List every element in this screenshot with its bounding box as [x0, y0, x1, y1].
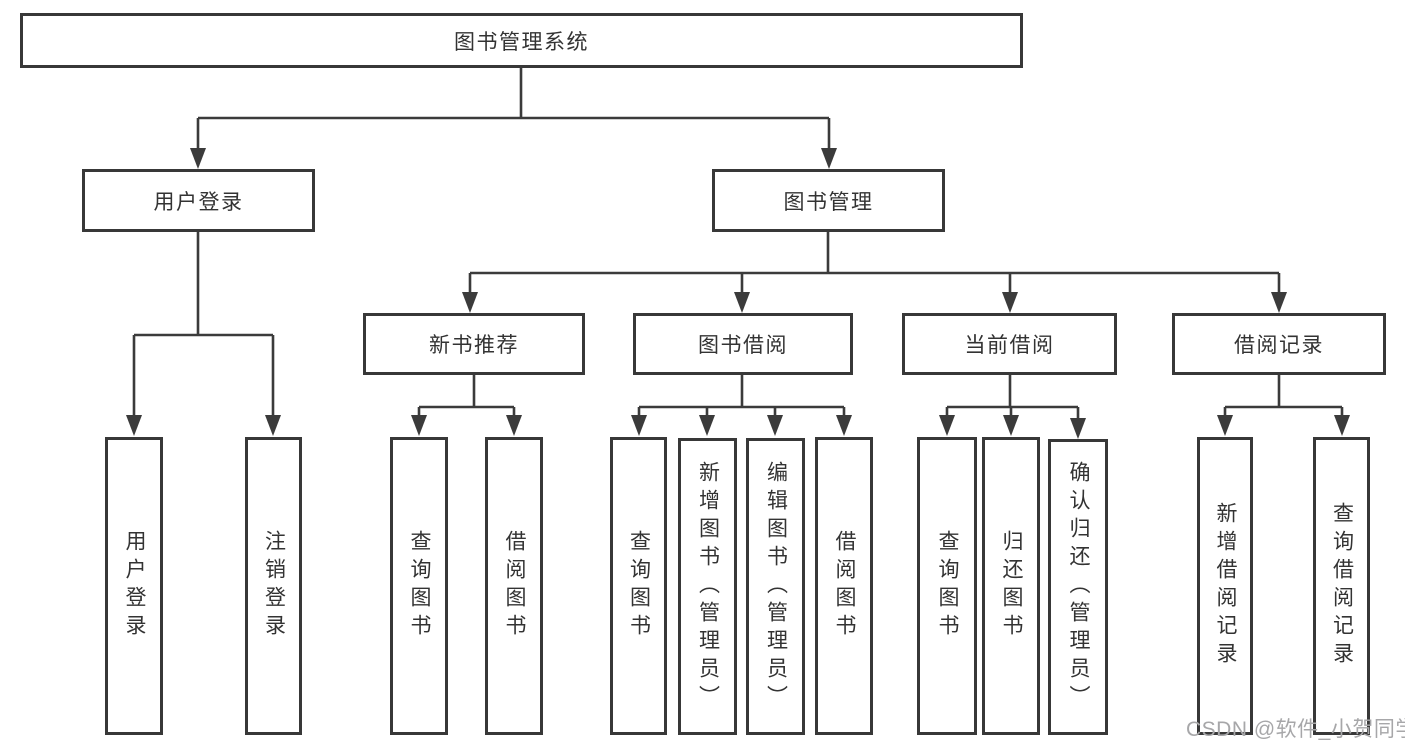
arrowhead-icon	[1217, 415, 1233, 436]
arrowhead-icon	[939, 415, 955, 436]
arrowhead-icon	[411, 415, 427, 436]
arrowhead-icon	[1271, 292, 1287, 313]
connector-borrow-record-children	[1217, 375, 1350, 436]
node-book-management: 图书管理	[712, 169, 945, 232]
arrowhead-icon	[699, 415, 715, 436]
node-label: 借阅记录	[1234, 334, 1324, 357]
node-label: 归还图书	[1000, 530, 1023, 642]
connector-current-borrow-children	[939, 374, 1086, 439]
node-label: 新增借阅记录	[1214, 502, 1237, 670]
arrowhead-icon	[836, 415, 852, 436]
node-query-borrow-record: 查询借阅记录	[1313, 437, 1370, 735]
connector-line	[132, 232, 275, 418]
arrowhead-icon	[126, 415, 142, 436]
node-label: 用户登录	[153, 190, 244, 214]
arrowhead-icon	[265, 415, 281, 436]
node-label: 查询图书	[408, 530, 431, 642]
arrowhead-icon	[631, 415, 647, 436]
node-label: 当前借阅	[964, 334, 1055, 357]
node-label: 新书推荐	[429, 334, 519, 357]
node-label: 新增图书（管理员）	[696, 460, 720, 713]
connector-book-borrow-children	[631, 374, 852, 436]
node-label: 查询借阅记录	[1330, 502, 1354, 670]
connector-line	[468, 232, 1281, 295]
node-label: 图书管理系统	[454, 30, 589, 54]
arrowhead-icon	[1003, 415, 1019, 436]
node-user-login-leaf: 用户登录	[105, 437, 163, 735]
connector-line	[945, 374, 1080, 420]
node-current-borrow: 当前借阅	[902, 313, 1117, 375]
node-label: 图书管理	[783, 190, 874, 214]
node-edit-book-admin: 编辑图书（管理员）	[746, 438, 805, 735]
connector-new-book-children	[411, 374, 522, 436]
node-library-management-system: 图书管理系统	[20, 13, 1023, 68]
connector-user-login-children	[126, 232, 281, 436]
node-label: 借阅图书	[833, 530, 856, 642]
arrowhead-icon	[767, 415, 783, 436]
node-label: 查询图书	[936, 530, 959, 642]
node-query-book-2: 查询图书	[610, 437, 667, 735]
node-logout: 注销登录	[245, 437, 302, 735]
node-confirm-return-admin: 确认归还（管理员）	[1048, 439, 1108, 735]
arrowhead-icon	[1002, 292, 1018, 313]
node-label: 借阅图书	[503, 530, 526, 642]
connector-line	[417, 374, 516, 418]
arrowhead-icon	[1334, 415, 1350, 436]
arrowhead-icon	[506, 415, 522, 436]
node-label: 查询图书	[627, 530, 651, 642]
node-label: 用户登录	[123, 530, 146, 642]
connector-line	[1223, 375, 1344, 418]
node-add-book-admin: 新增图书（管理员）	[678, 438, 737, 735]
connector-root-to-level1	[190, 68, 837, 169]
arrowhead-icon	[190, 148, 206, 169]
node-book-borrow: 图书借阅	[633, 313, 853, 375]
node-label: 确认归还（管理员）	[1067, 461, 1090, 713]
node-borrow-book-2: 借阅图书	[815, 437, 873, 735]
node-add-borrow-record: 新增借阅记录	[1197, 437, 1253, 735]
node-label: 图书借阅	[698, 334, 788, 357]
arrowhead-icon	[821, 148, 837, 169]
node-query-book-1: 查询图书	[390, 437, 448, 735]
node-label: 编辑图书（管理员）	[764, 460, 788, 713]
node-borrow-record: 借阅记录	[1172, 313, 1386, 375]
connector-line	[196, 68, 831, 151]
node-new-book-recommend: 新书推荐	[363, 313, 585, 375]
arrowhead-icon	[462, 292, 478, 313]
node-return-book: 归还图书	[982, 437, 1040, 735]
arrowhead-icon	[1070, 418, 1086, 439]
node-label: 注销登录	[262, 530, 286, 642]
connector-book-management-children	[462, 232, 1287, 313]
node-user-login: 用户登录	[82, 169, 315, 232]
node-query-book-3: 查询图书	[917, 437, 977, 735]
connector-line	[637, 374, 846, 418]
csdn-watermark: CSDN @软件_小贺同学	[1186, 718, 1405, 741]
arrowhead-icon	[734, 292, 750, 313]
node-borrow-book-1: 借阅图书	[485, 437, 543, 735]
